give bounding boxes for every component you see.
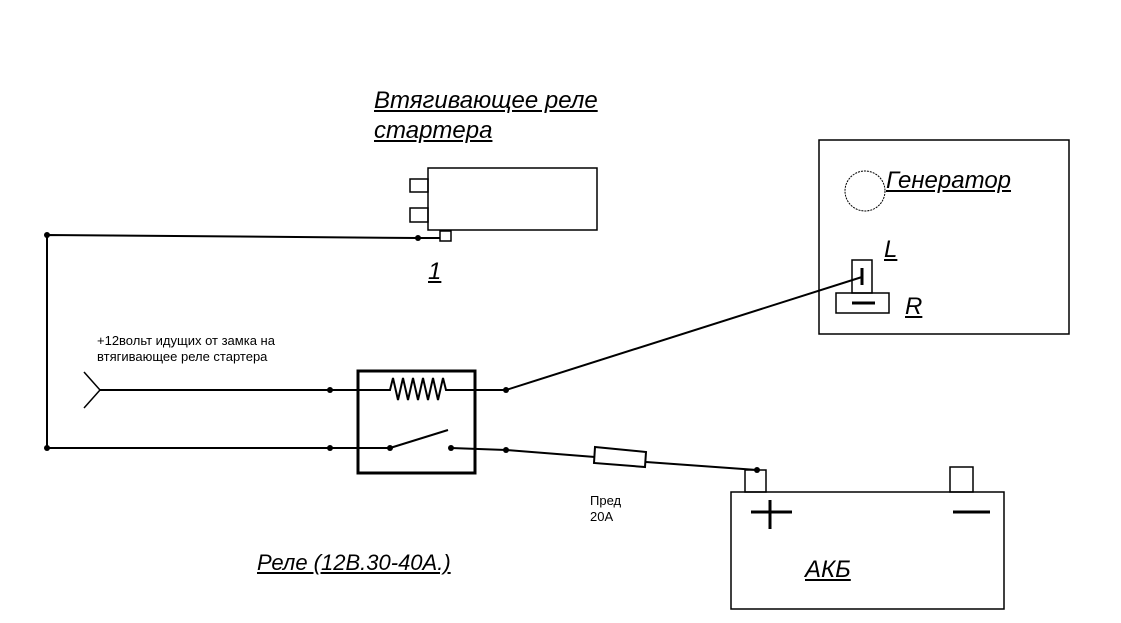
starter-relay-tab <box>409 207 429 223</box>
plus-icon <box>751 500 792 529</box>
battery-title: АКБ <box>805 556 851 583</box>
generator-symbol <box>844 170 886 212</box>
relay-switch-contact <box>389 429 449 449</box>
starter-relay-tab <box>409 178 429 193</box>
wire-ignition-input <box>83 371 102 409</box>
relay-label: Реле (12В.30-40А.) <box>257 550 451 575</box>
generator-title: Генератор <box>886 167 1012 194</box>
wire-fuse-to-battery <box>645 461 758 471</box>
fuse-label-line1: Пред <box>590 493 622 508</box>
generator-terminal-l-label: L <box>884 236 898 263</box>
generator-box <box>818 139 1070 335</box>
starter-relay-title-line2: стартера <box>374 117 493 144</box>
battery-plus-terminal <box>744 469 767 493</box>
wire-starter-to-left <box>46 233 440 448</box>
starter-terminal-label: 1 <box>428 258 442 285</box>
junction-dots <box>44 232 760 473</box>
battery-minus-terminal <box>949 466 974 493</box>
wire-to-generator-l <box>505 276 863 391</box>
wire-coil-line <box>100 377 506 401</box>
ignition-note-line2: втягивающее реле стартера <box>97 349 268 364</box>
ignition-note-line1: +12вольт идущих от замка на <box>97 333 275 348</box>
starter-relay-title: Втягивающее реле <box>374 87 598 114</box>
fuse <box>592 445 648 469</box>
wire-switch-output <box>450 447 596 458</box>
fuse-label-line2: 20А <box>590 509 614 524</box>
relay-box <box>356 369 477 475</box>
starter-relay-terminal-1 <box>439 230 452 242</box>
battery-body <box>730 491 1005 610</box>
generator-terminal-r <box>835 292 890 314</box>
starter-relay-body <box>427 167 598 231</box>
generator-terminal-r-label: R <box>905 293 923 320</box>
